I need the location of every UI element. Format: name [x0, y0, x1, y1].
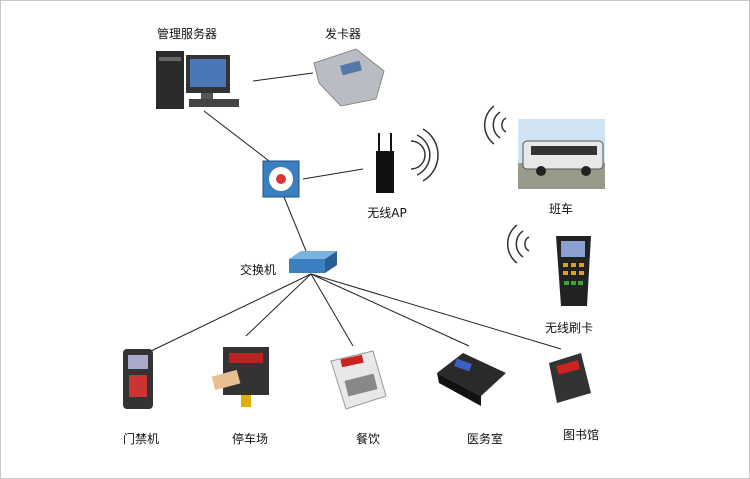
switch-label: 交换机	[239, 263, 277, 277]
bus-label: 班车	[548, 202, 574, 216]
server-computer-icon	[156, 51, 239, 109]
wireless-signal-icon	[506, 224, 530, 264]
handheld-reader-icon	[556, 236, 591, 306]
card-issuer-icon	[313, 48, 385, 107]
link-server-cardreader	[252, 72, 314, 82]
clinic-label: 医务室	[466, 432, 504, 446]
library-label: 图书馆	[562, 428, 600, 442]
dining-label: 餐饮	[355, 432, 381, 446]
wireless-reader-label: 无线刷卡	[544, 321, 594, 335]
switch-icon	[289, 251, 337, 273]
router-icon	[262, 160, 300, 198]
link-router-ap	[302, 168, 364, 180]
bus-icon	[518, 119, 605, 189]
link-switch-parking	[245, 273, 312, 337]
wireless-ap-icon	[376, 133, 394, 193]
card-issuer-label: 发卡器	[324, 27, 362, 41]
access-control-label: 门禁机	[122, 432, 160, 446]
link-switch-dining	[310, 273, 354, 347]
link-router-switch	[283, 196, 307, 252]
library-terminal-icon	[549, 353, 591, 403]
wireless-signal-icon	[410, 128, 439, 182]
server-label: 管理服务器	[156, 27, 218, 41]
wireless-ap-label: 无线AP	[367, 206, 407, 220]
parking-terminal-icon	[211, 347, 269, 407]
clinic-pos-icon	[437, 353, 506, 406]
parking-label: 停车场	[231, 432, 269, 446]
link-server-router	[203, 110, 274, 165]
dining-pos-icon	[330, 350, 387, 410]
wireless-signal-icon	[483, 105, 507, 145]
link-switch-library	[310, 273, 562, 350]
link-switch-clinic	[310, 273, 470, 347]
link-switch-access	[150, 273, 312, 352]
access-control-terminal-icon	[123, 349, 153, 409]
